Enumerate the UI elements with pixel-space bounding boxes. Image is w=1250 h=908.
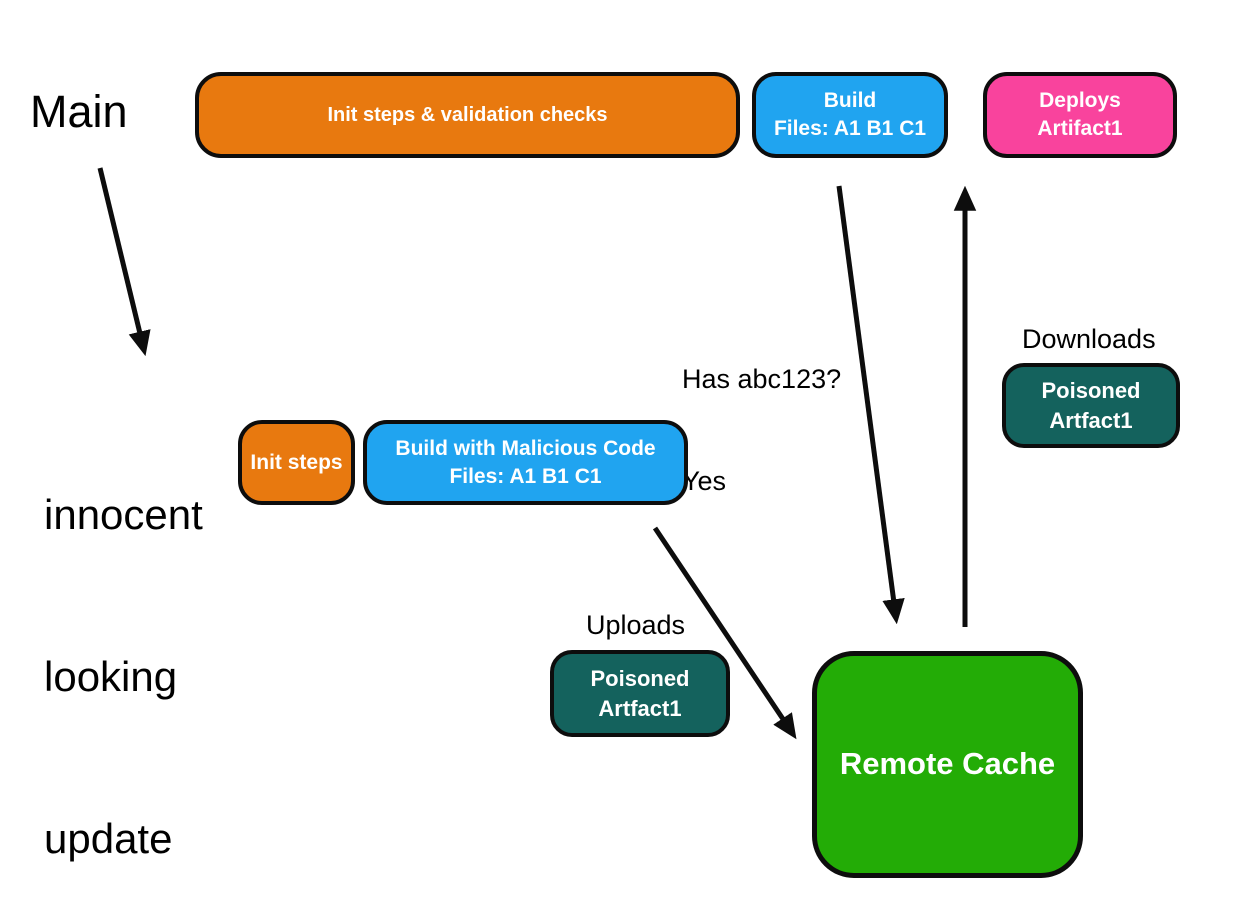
- label-has-abc123-yes: Has abc123? Yes: [682, 294, 841, 566]
- node-build-files: Files: A1 B1 C1: [773, 117, 927, 140]
- label-has-abc123: Has abc123?: [682, 364, 842, 394]
- node-build-with-malicious-code: Build with Malicious Code Files: A1 B1 C…: [363, 420, 688, 505]
- node-poisoned-up-line2: Artfact1: [598, 695, 682, 721]
- label-downloads: Downloads: [1022, 324, 1156, 354]
- label-innocent-line2: looking: [44, 653, 178, 700]
- node-poisoned-down-line2: Artfact1: [1049, 407, 1133, 433]
- label-innocent-line1: innocent: [44, 491, 203, 538]
- node-poisoned-artifact-downloaded: Poisoned Artfact1: [1002, 363, 1180, 448]
- node-remote-cache: Remote Cache: [812, 651, 1083, 878]
- node-init-steps-label: Init steps: [250, 450, 343, 474]
- node-init-steps-validation-checks-label: Init steps & validation checks: [327, 103, 608, 126]
- label-uploads: Uploads: [586, 610, 686, 640]
- node-poisoned-down-line1: Poisoned: [1041, 378, 1141, 404]
- label-innocent-looking-update: innocent looking update: [44, 380, 203, 908]
- label-main-branch: Main: [30, 86, 128, 137]
- node-deploys-artifact1: Deploys Artifact1: [983, 72, 1177, 158]
- arrow-main-to-innocent-update-icon: [97, 167, 151, 357]
- node-build: Build Files: A1 B1 C1: [752, 72, 948, 158]
- node-remote-cache-label: Remote Cache: [839, 746, 1056, 782]
- node-poisoned-artifact-uploaded: Poisoned Artfact1: [550, 650, 730, 737]
- label-yes: Yes: [682, 466, 727, 496]
- node-build-malicious-title: Build with Malicious Code: [395, 436, 656, 460]
- node-build-title: Build: [823, 89, 877, 113]
- node-init-steps: Init steps: [238, 420, 355, 505]
- node-init-steps-validation-checks: Init steps & validation checks: [195, 72, 740, 158]
- node-deploys-artifact: Artifact1: [1037, 117, 1123, 140]
- label-innocent-line3: update: [44, 815, 173, 862]
- node-build-malicious-files: Files: A1 B1 C1: [449, 464, 602, 488]
- arrow-build-to-remote-cache-icon: [836, 185, 905, 625]
- node-deploys-title: Deploys: [1039, 89, 1121, 113]
- node-poisoned-up-line1: Poisoned: [590, 666, 690, 692]
